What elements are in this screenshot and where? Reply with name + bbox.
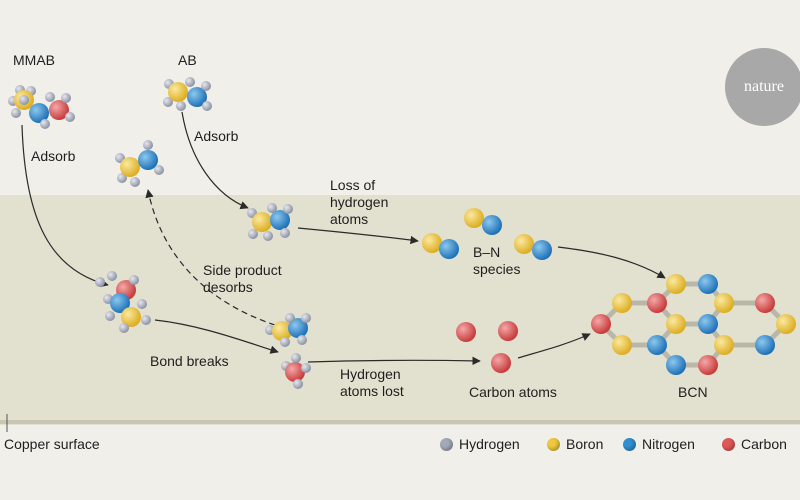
carbon-atoms	[456, 321, 518, 373]
label-ab: AB	[178, 52, 197, 68]
legend-hydrogen: Hydrogen	[440, 436, 520, 452]
arrow-to-bcn-bottom	[517, 333, 591, 359]
label-copper-surface: Copper surface	[4, 436, 100, 452]
nitrogen-swatch	[623, 437, 636, 451]
carbon-swatch	[722, 437, 735, 451]
legend-nitrogen-label: Nitrogen	[642, 436, 695, 452]
label-mmab: MMAB	[13, 52, 55, 68]
legend-boron-label: Boron	[566, 436, 604, 452]
copper-surface-edge	[0, 420, 800, 424]
label-bcn: BCN	[678, 384, 708, 400]
label-adsorb-left: Adsorb	[31, 148, 76, 164]
nature-logo: nature	[725, 48, 800, 126]
side-product-surface	[265, 313, 311, 347]
arrow-bond-breaks	[154, 319, 279, 354]
methyl-fragment	[281, 353, 311, 389]
legend-boron: Boron	[547, 436, 603, 452]
legend-nitrogen: Nitrogen	[623, 436, 695, 452]
label-bond-breaks: Bond breaks	[150, 353, 229, 369]
legend-carbon-label: Carbon	[741, 436, 787, 452]
mmab-molecule	[8, 85, 75, 129]
bn-species	[422, 208, 552, 260]
arrow-mmab-adsorb	[21, 124, 109, 288]
arrow-side-product	[145, 189, 276, 326]
arrow-ab-adsorb	[181, 111, 249, 210]
label-carbon-atoms: Carbon atoms	[469, 384, 557, 400]
arrow-loss-hydrogen	[297, 227, 419, 245]
ab-molecule	[163, 77, 212, 111]
label-side-product: Side product desorbs	[203, 262, 282, 295]
hydrogen-swatch	[440, 437, 453, 451]
ab-adsorbed	[247, 203, 293, 241]
label-adsorb-right: Adsorb	[194, 128, 239, 144]
mmab-adsorbed	[95, 271, 151, 333]
boron-swatch	[547, 437, 560, 451]
desorbed-side-product	[115, 140, 164, 187]
legend-hydrogen-label: Hydrogen	[459, 436, 520, 452]
label-bn-species: B–N species	[473, 244, 521, 277]
arrow-hydrogen-lost	[307, 356, 481, 366]
arrow-to-bcn-top	[557, 246, 666, 279]
label-hydrogen-atoms-lost: Hydrogen atoms lost	[340, 366, 404, 399]
label-loss-of-hydrogen: Loss of hydrogen atoms	[330, 177, 389, 227]
legend-carbon: Carbon	[722, 436, 787, 452]
bcn-atoms	[591, 274, 796, 375]
